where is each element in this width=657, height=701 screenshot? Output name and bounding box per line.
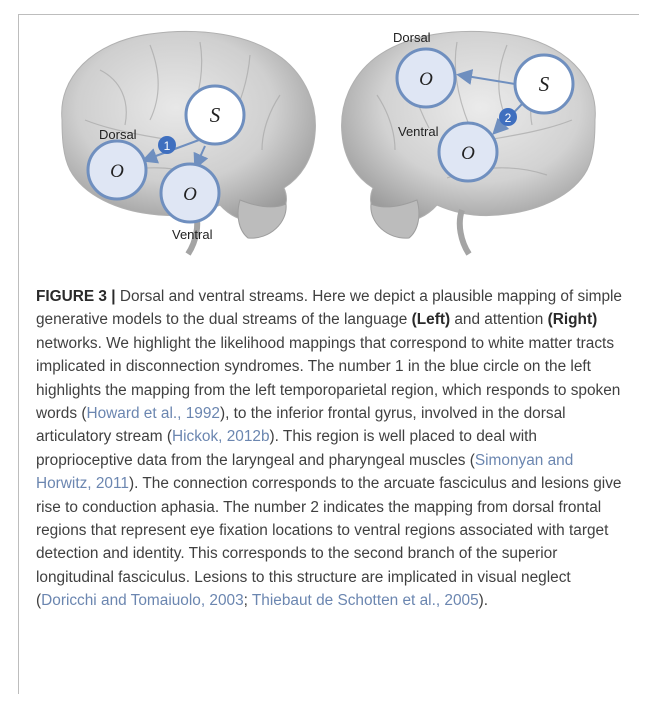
- figure-caption: FIGURE 3 | Dorsal and ventral streams. H…: [36, 285, 632, 613]
- svg-text:O: O: [183, 184, 197, 205]
- dorsal-node-right: O: [395, 47, 457, 109]
- dorsal-node-left: O: [86, 139, 148, 201]
- ventral-node-left: O: [159, 162, 221, 224]
- ventral-label-right: Ventral: [398, 124, 439, 139]
- citation-link[interactable]: Hickok, 2012b: [171, 428, 270, 446]
- svg-text:S: S: [539, 72, 550, 96]
- dorsal-label-right: Dorsal: [393, 30, 431, 45]
- caption-text: Dorsal and ventral streams. Here we depi…: [36, 288, 622, 329]
- svg-text:O: O: [419, 69, 433, 90]
- svg-text:O: O: [110, 161, 124, 182]
- svg-text:O: O: [461, 143, 475, 164]
- citation-link[interactable]: Simonyan and Horwitz, 2011: [36, 451, 574, 493]
- citation-link[interactable]: Doricchi and Tomaiuolo, 2003: [41, 592, 244, 610]
- citation-link[interactable]: Howard et al., 1992: [86, 405, 220, 423]
- caption-text: ), to the inferior frontal gyrus, involv…: [36, 405, 566, 446]
- dorsal-connection-right: [456, 69, 516, 85]
- caption-text: ;: [243, 592, 252, 610]
- citation-link[interactable]: Thiebaut de Schotten et al., 2005: [251, 592, 479, 610]
- source-node-right: S: [513, 53, 575, 115]
- figure-frame: [18, 14, 639, 694]
- caption-text: ). The connection corresponds to the arc…: [36, 475, 622, 610]
- figure-number: FIGURE 3 |: [36, 288, 116, 305]
- ventral-node-right: O: [437, 121, 499, 183]
- caption-text: ).: [478, 592, 489, 610]
- left-ref: (Left): [411, 311, 451, 329]
- ventral-connection-left: [193, 145, 209, 170]
- dorsal-label-left: Dorsal: [99, 127, 137, 142]
- figure-illustration: S O O 1 Dorsal Ventral S O O 2 Dorsal Ve…: [61, 30, 596, 256]
- badge-1: 1: [158, 136, 176, 154]
- svg-text:1: 1: [164, 139, 171, 153]
- source-node-left: S: [184, 84, 246, 146]
- caption-text: networks. We highlight the likelihood ma…: [36, 334, 621, 423]
- caption-text: and attention: [450, 311, 548, 329]
- ventral-label-left: Ventral: [172, 227, 213, 242]
- right-ref: (Right): [547, 311, 598, 329]
- svg-text:2: 2: [505, 111, 512, 125]
- badge-2: 2: [499, 108, 517, 126]
- caption-text: ). This region is well placed to deal wi…: [36, 428, 537, 469]
- svg-text:S: S: [210, 103, 221, 127]
